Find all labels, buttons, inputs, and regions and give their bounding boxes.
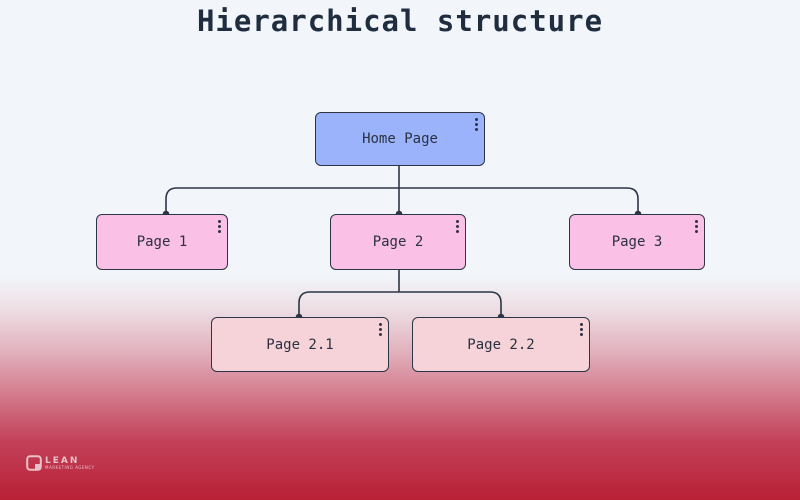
more-options-icon[interactable] bbox=[378, 323, 382, 336]
node-page-2-2[interactable]: Page 2.2 bbox=[412, 317, 590, 372]
more-options-icon[interactable] bbox=[694, 220, 698, 233]
brand-logo: LEAN MARKETING AGENCY bbox=[26, 455, 95, 471]
node-label: Page 2.1 bbox=[266, 336, 334, 353]
logo-subtitle: MARKETING AGENCY bbox=[45, 464, 95, 470]
node-page-2-1[interactable]: Page 2.1 bbox=[211, 317, 389, 372]
more-options-icon[interactable] bbox=[455, 220, 459, 233]
node-page-3[interactable]: Page 3 bbox=[569, 214, 705, 270]
more-options-icon[interactable] bbox=[217, 220, 221, 233]
node-label: Page 3 bbox=[611, 234, 663, 250]
more-options-icon[interactable] bbox=[579, 323, 583, 336]
node-page-2[interactable]: Page 2 bbox=[330, 214, 466, 270]
node-label: Home Page bbox=[362, 131, 438, 147]
node-label: Page 2.2 bbox=[467, 336, 535, 353]
connector-page-2-to-page-2-1 bbox=[298, 291, 399, 317]
connector-home-to-page-3 bbox=[399, 187, 639, 214]
logo-name: LEAN bbox=[45, 455, 80, 466]
lean-logo-icon bbox=[26, 455, 42, 471]
node-label: Page 2 bbox=[372, 234, 424, 250]
more-options-icon[interactable] bbox=[474, 118, 478, 131]
connector-page-2-to-page-2-2 bbox=[399, 291, 502, 317]
diagram-title: Hierarchical structure bbox=[196, 4, 604, 38]
node-label: Page 1 bbox=[136, 234, 188, 250]
connector-home-to-page-1 bbox=[165, 187, 399, 214]
node-page-1[interactable]: Page 1 bbox=[96, 214, 228, 270]
node-home-page[interactable]: Home Page bbox=[315, 112, 485, 166]
